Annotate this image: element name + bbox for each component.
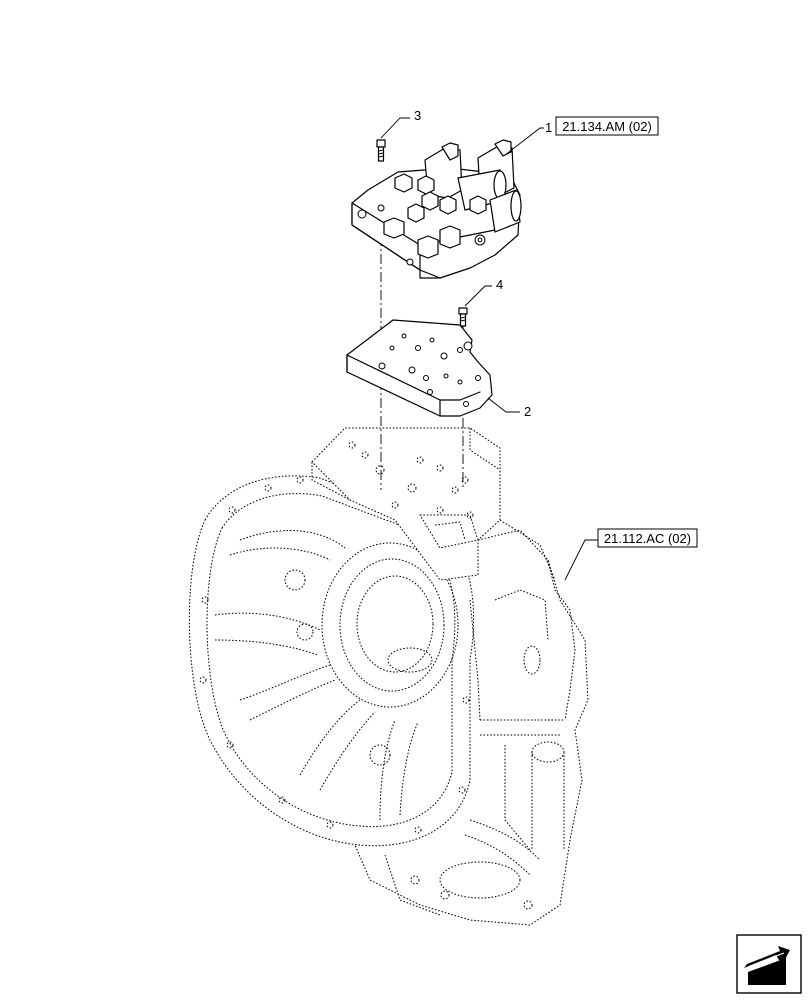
screw-item-4 (458, 307, 468, 327)
callout-number-1: 1 (545, 120, 552, 135)
reference-link-housing[interactable]: 21.112.AC (02) (597, 528, 698, 548)
callout-number-3: 3 (414, 108, 421, 123)
valve-block (351, 139, 522, 279)
seat-holes (348, 441, 474, 519)
callout-number-2: 2 (524, 404, 531, 419)
transmission-housing (188, 427, 589, 926)
next-page-arrow-icon[interactable] (736, 934, 802, 994)
gasket-plate (346, 319, 493, 417)
reference-link-valve[interactable]: 21.134.AM (02) (555, 116, 659, 136)
block-bolt-heads (383, 173, 487, 259)
gasket-holes (378, 333, 481, 407)
reference-text-valve: 21.134.AM (02) (562, 119, 652, 134)
callout-number-4: 4 (496, 277, 503, 292)
callout-leaders (380, 117, 598, 581)
reference-text-housing: 21.112.AC (02) (604, 531, 691, 546)
bolt-item-3 (376, 139, 386, 162)
